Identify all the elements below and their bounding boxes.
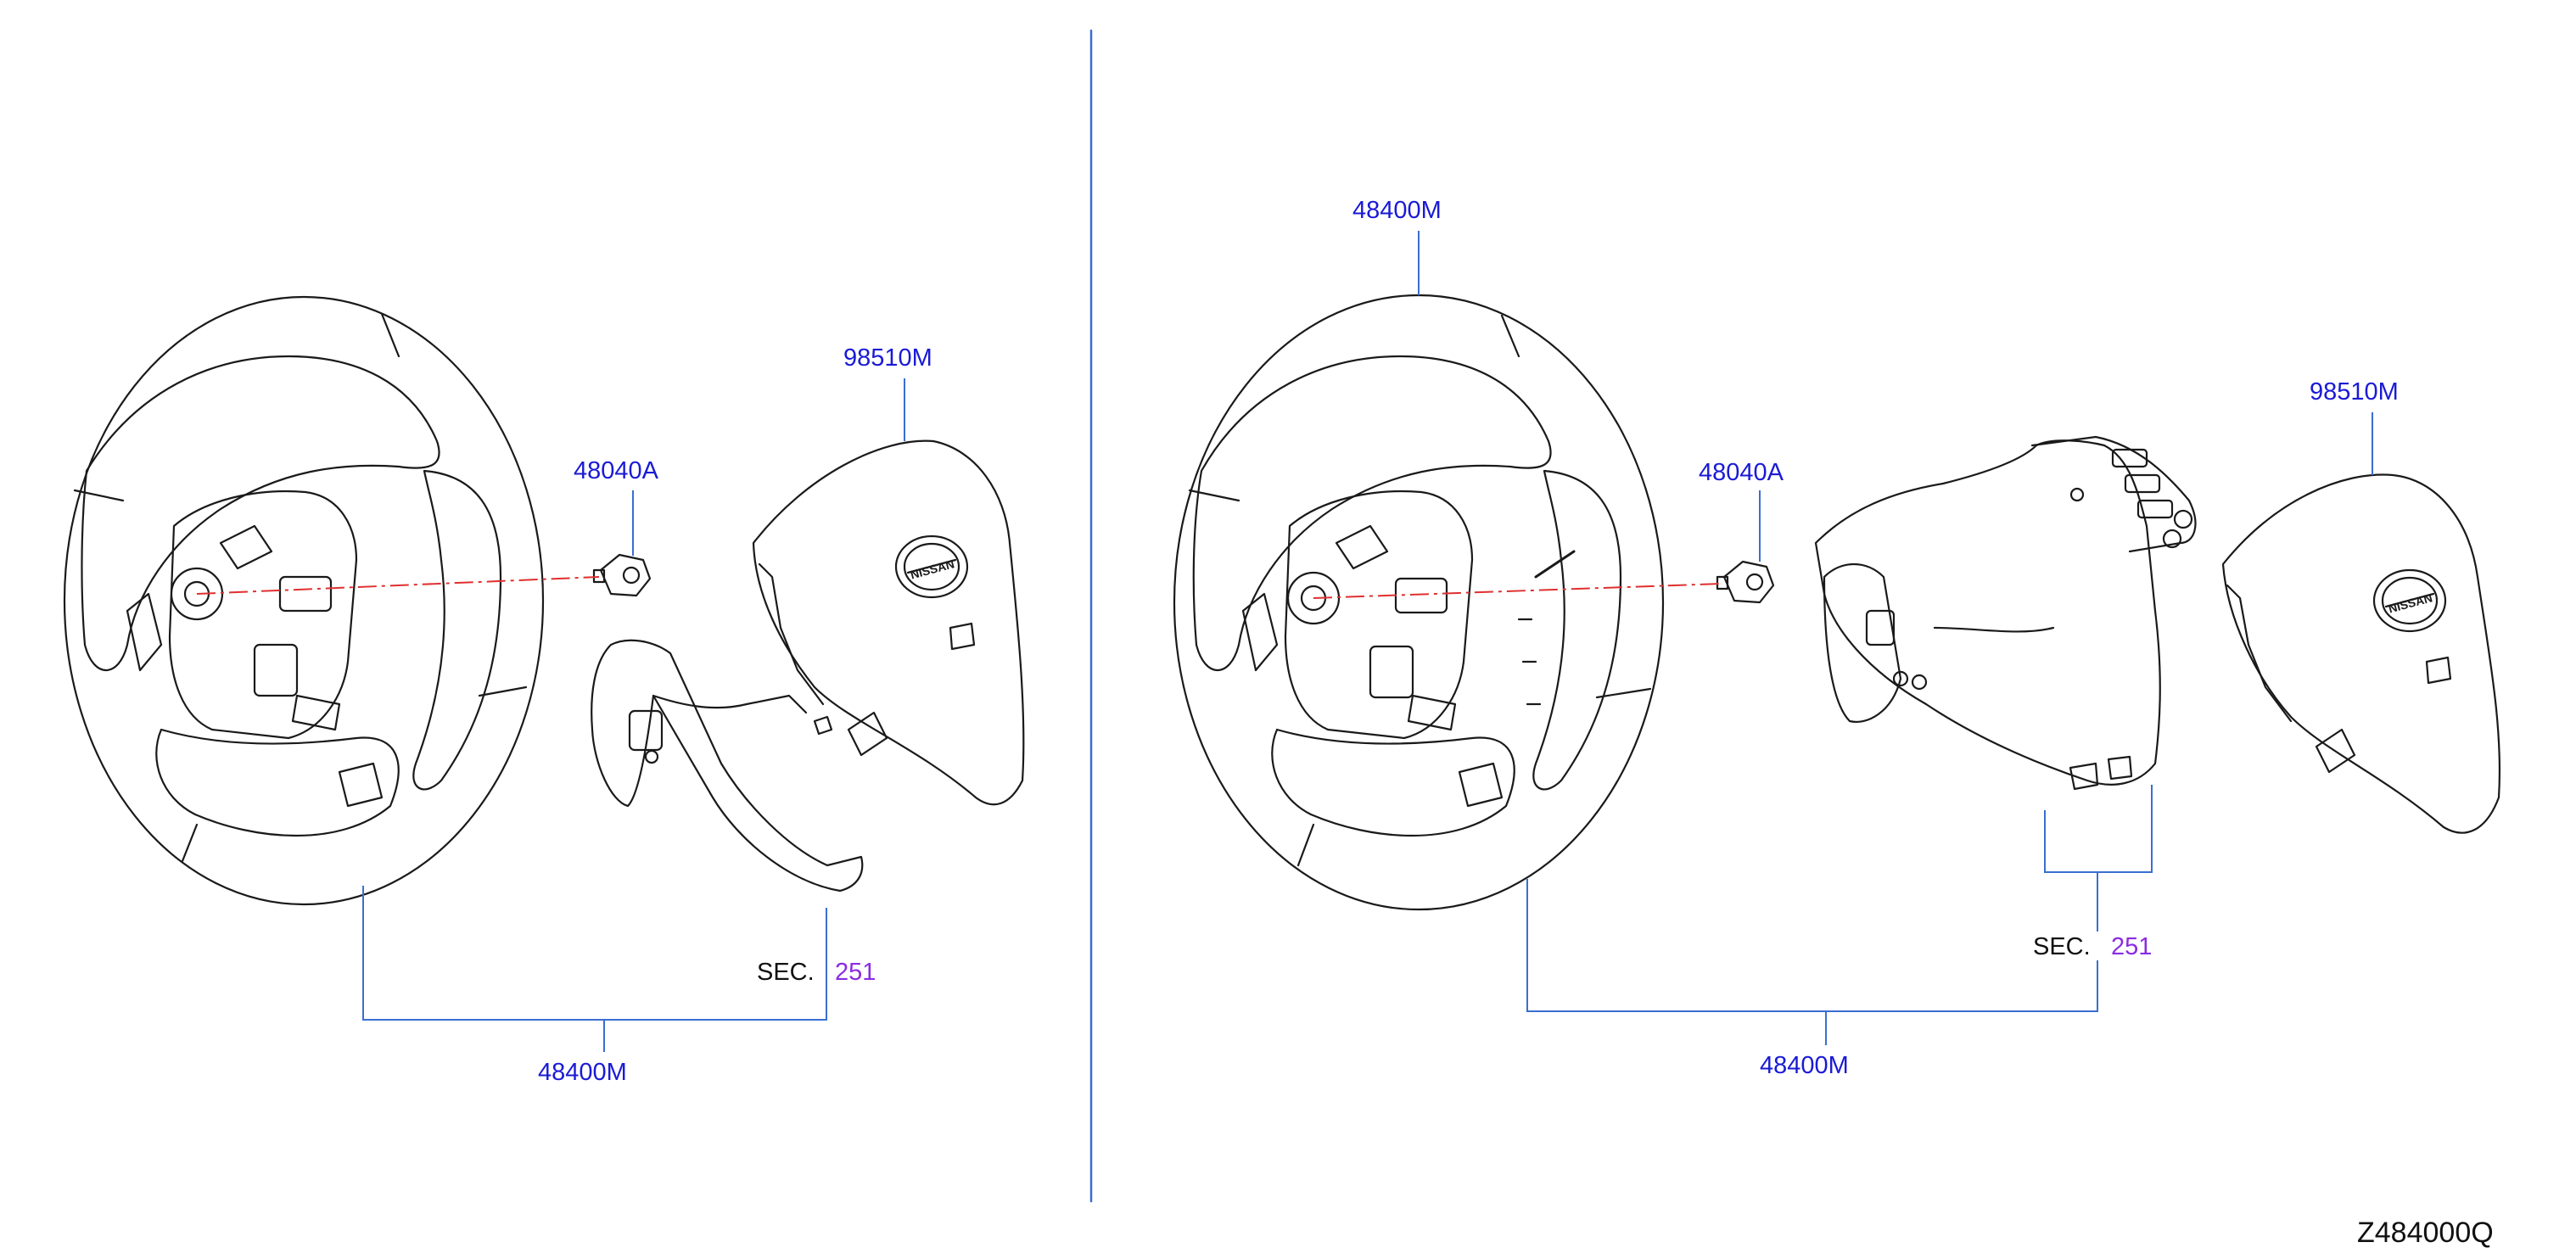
- left-steering-wheel: [63, 295, 545, 906]
- right-airbag-module: [2221, 473, 2501, 834]
- right-wheel-part-number[interactable]: 48400M: [1760, 1052, 1849, 1079]
- left-bolt-part-number[interactable]: 48040A: [574, 457, 658, 484]
- left-bolt: [592, 553, 652, 597]
- right-bolt-part-number[interactable]: 48040A: [1699, 459, 1784, 486]
- right-sec-number[interactable]: 251: [2111, 933, 2153, 960]
- drawing-code: Z484000Q: [2357, 1217, 2494, 1249]
- right-wheel-bracket: [1526, 879, 2098, 1012]
- left-wheel-bracket: [362, 886, 827, 1021]
- right-centerline: [1313, 583, 1723, 599]
- right-switch-bracket: [2044, 785, 2153, 873]
- left-wheel-part-number[interactable]: 48400M: [538, 1059, 627, 1086]
- left-switch-assembly: [591, 639, 864, 892]
- left-airbag-module: [752, 439, 1025, 806]
- right-emblem-text: NISSAN: [2387, 590, 2433, 615]
- left-emblem-text: NISSAN: [909, 557, 955, 581]
- left-sec-prefix: SEC.: [757, 959, 815, 986]
- right-top-wheel-part-number[interactable]: 48400M: [1352, 197, 1442, 224]
- left-airbag-part-number[interactable]: 98510M: [843, 344, 932, 372]
- right-sec-prefix: SEC.: [2033, 933, 2091, 960]
- left-sec-number[interactable]: 251: [835, 959, 876, 986]
- left-centerline: [196, 576, 600, 595]
- right-switch-cover: [1814, 435, 2197, 791]
- right-steering-wheel: [1173, 294, 1665, 911]
- right-bolt: [1716, 560, 1775, 604]
- right-airbag-part-number[interactable]: 98510M: [2310, 378, 2399, 406]
